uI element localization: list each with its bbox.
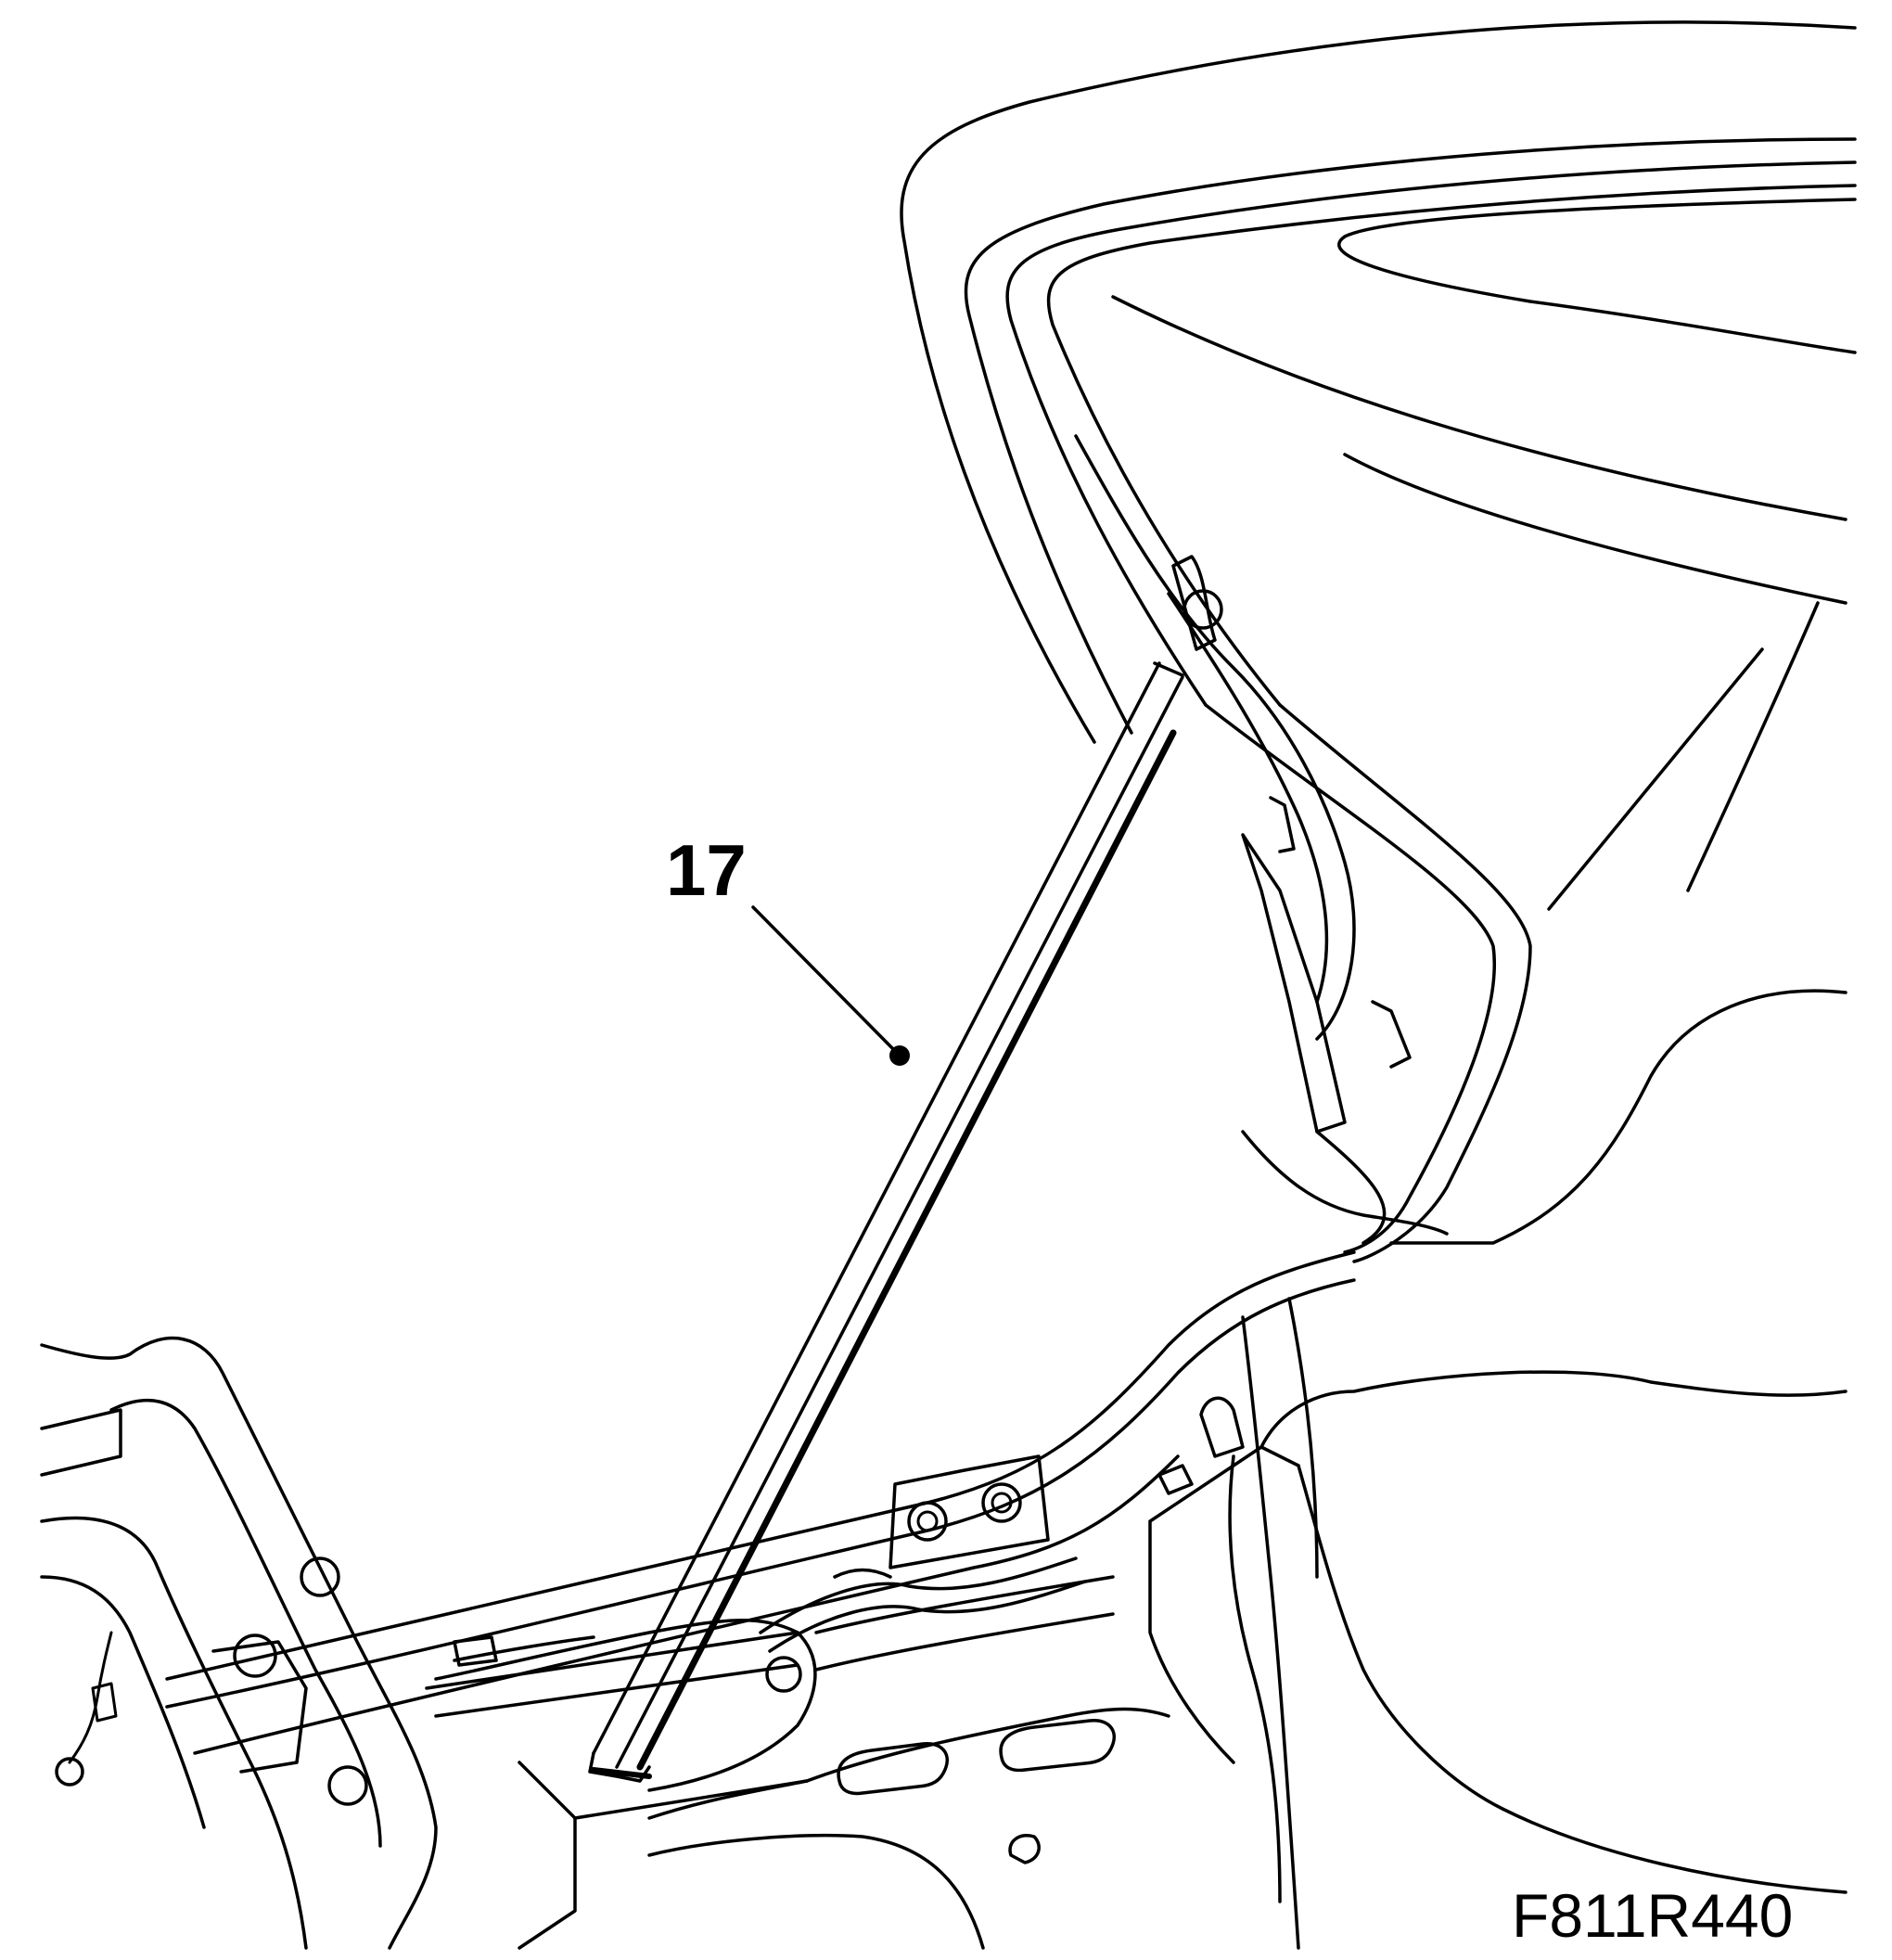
trunk-lid-seal-outer [1005, 160, 1857, 707]
callout-leader-line [751, 905, 900, 1056]
cable-harness [759, 1556, 1087, 1653]
rear-sill-bottom [193, 1454, 1180, 1755]
trunk-lid-frame-right-inner [1204, 703, 1496, 1254]
panel-clip-2 [1157, 1464, 1194, 1495]
trunk-lid-hinge-arm [1074, 434, 1356, 1041]
trunk-lid-seal-inner [1046, 184, 1857, 707]
gas-strut-body-center [636, 729, 1177, 1771]
lower-mount-cable-end [453, 1635, 498, 1667]
callout-17: 17 [666, 829, 910, 1066]
lower-mount-cable [453, 1635, 595, 1662]
hinge-pivot-bolt-mid [233, 1633, 277, 1678]
upper-ball-stud [1182, 589, 1223, 630]
gas-strut-body-left [592, 661, 1161, 1755]
trunk-lid-outer-edge [900, 20, 1857, 744]
hinge-arm-outer [40, 1336, 438, 1950]
lower-strut-mount [425, 1575, 1115, 1950]
interior-block [1148, 1370, 1847, 1903]
gas-strut [588, 661, 1184, 1783]
panel-nut-right-inner [991, 1492, 1013, 1514]
hinge-base-plate [40, 1408, 122, 1477]
cable-branch [833, 1568, 892, 1579]
interior-block-top [1259, 1370, 1847, 1449]
gas-strut-rod [1153, 661, 1184, 677]
hinge-pivot-bolt-upper [300, 1556, 340, 1597]
panel-nut-bracket [888, 1454, 1050, 1569]
hinge-wire-connector [91, 1682, 118, 1723]
left-hinge-assembly [40, 1336, 438, 1950]
trunk-lid-contour-2 [1343, 453, 1847, 605]
trunk-lid-lower-edge-2 [1315, 1130, 1387, 1245]
floor-panel-top [805, 1707, 1170, 1783]
trunk-lid-lower-panel [1389, 989, 1847, 1245]
figure-code: F811R440 [1512, 1881, 1793, 1950]
trunk-lid-clip-2 [1269, 796, 1296, 853]
callout-dot [889, 1045, 910, 1066]
hinge-wire [68, 1631, 113, 1764]
trunk-lid-inner-edge [964, 137, 1857, 735]
hinge-arm-inner [109, 1398, 382, 1848]
panel-nut-left-inner [916, 1510, 939, 1532]
upper-strut-mount [1171, 555, 1223, 651]
trunk-lid [900, 20, 1857, 1263]
trunk-lid-diagonal [1547, 647, 1764, 911]
interior-block-inner [1228, 1454, 1282, 1903]
hinge-pivot-bolt-lower [327, 1765, 368, 1806]
hinge-link-left-inner [40, 1575, 206, 1829]
lower-mount-rail [425, 1631, 799, 1718]
cable-upper [759, 1556, 1078, 1634]
rear-frame-vertical [1241, 1315, 1300, 1950]
gas-strut-bottom-end [591, 1767, 652, 1779]
trunk-lid-contour-3 [1686, 601, 1820, 892]
cable-lower [768, 1580, 1087, 1653]
lower-ball-stud [765, 1656, 802, 1693]
floor-panel [647, 1707, 1170, 1950]
callout-number: 17 [666, 829, 747, 911]
upper-mount-bracket [1171, 555, 1217, 651]
lower-mount-bracket [434, 1619, 817, 1792]
trunk-lid-bracket [1241, 833, 1347, 1134]
trunk-lid-clip [1371, 1000, 1412, 1069]
trunk-lid-contour-1 [1111, 295, 1847, 521]
floor-panel-bump [1008, 1834, 1041, 1864]
hinge-lower-bracket [211, 1640, 308, 1774]
panel-nut-left [907, 1501, 948, 1542]
interior-block-side [1297, 1464, 1847, 1894]
panel-nut-right [981, 1482, 1022, 1523]
floor-slot-1 [837, 1742, 949, 1796]
hinge-small-nut [55, 1757, 84, 1787]
trunk-lid-upper-curve [1337, 198, 1857, 354]
rear-panel-fasteners [888, 1396, 1245, 1569]
rear-sill-upper [165, 1250, 1356, 1681]
lower-mount-arm [814, 1575, 1115, 1672]
trunk-lid-hinge-arm-inner [1167, 592, 1329, 1004]
hinge-link-left [40, 1516, 308, 1950]
interior-block-outline [1148, 1445, 1300, 1764]
gas-strut-body-right [615, 675, 1184, 1769]
rear-sill-lower [165, 1278, 1356, 1709]
floor-slot-2 [999, 1719, 1116, 1773]
rear-frame-vertical-2 [1287, 1297, 1319, 1579]
rear-body-frame [165, 1250, 1356, 1950]
trunk-lid-lower-edge [1241, 1130, 1449, 1236]
floor-panel-wall [647, 1779, 985, 1950]
panel-clip [1199, 1396, 1245, 1458]
